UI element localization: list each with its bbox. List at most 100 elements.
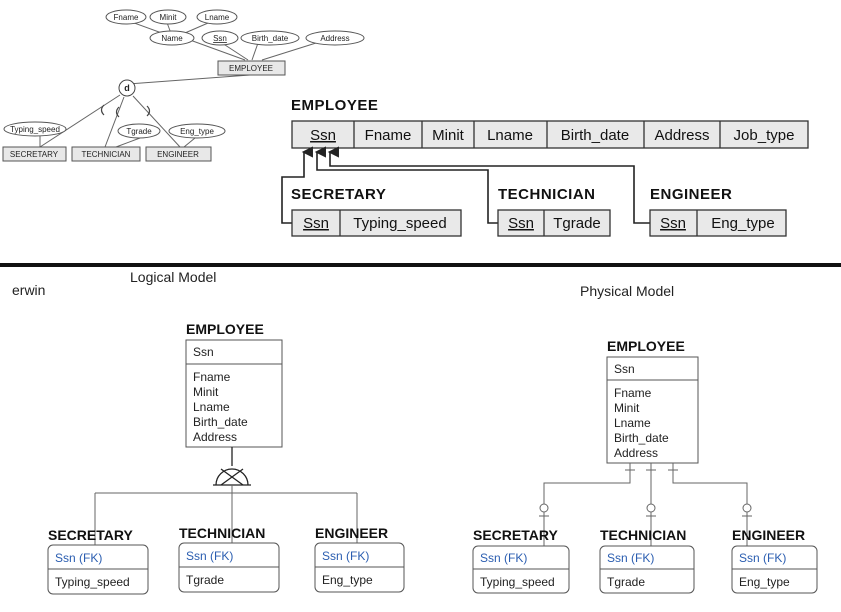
- physical-technician-attr: Tgrade: [607, 575, 645, 589]
- physical-employee-key: Ssn: [614, 362, 635, 376]
- eer-attr-ssn-label: Ssn: [213, 34, 227, 43]
- eer-attr-tgrade: [117, 123, 161, 139]
- physical-relationship-lines: [539, 463, 752, 549]
- rel-employee-col-job-type: Job_type: [734, 127, 795, 144]
- section-divider: [0, 263, 841, 267]
- physical-engineer-attr: Eng_type: [739, 575, 790, 589]
- caption-logical-model: Logical Model: [130, 269, 216, 285]
- rel-fk-secretary-arrow: [281, 146, 313, 224]
- eer-attr-birth-date: [240, 30, 300, 46]
- physical-secretary-title: SECRETARY: [473, 527, 558, 543]
- physical-secretary-box: Ssn (FK) Typing_speed: [472, 545, 570, 594]
- relational-schema: EMPLOYEE Ssn Fname Minit Lname Birth_dat…: [281, 97, 809, 237]
- eer-specialization-label: d: [124, 83, 130, 93]
- eer-subset-symbol-3: [146, 105, 151, 117]
- physical-employee-attr: Fname: [614, 386, 652, 400]
- eer-entity-technician-label: TECHNICIAN: [82, 150, 131, 159]
- eer-entity-engineer-label: ENGINEER: [157, 150, 199, 159]
- logical-employee-attr: Minit: [193, 385, 219, 399]
- eer-entity-technician: [71, 146, 141, 162]
- rel-employee-col-minit: Minit: [432, 127, 465, 144]
- caption-erwin: erwin: [12, 282, 45, 298]
- eer-attr-name: [149, 30, 195, 46]
- logical-technician-key: Ssn (FK): [186, 549, 233, 563]
- rel-engineer-col-eng-type: Eng_type: [711, 215, 774, 232]
- eer-attr-fname: [105, 9, 147, 25]
- rel-fk-arrows: [281, 146, 650, 224]
- logical-subtype-lines: [94, 485, 358, 545]
- physical-engineer-title: ENGINEER: [732, 527, 805, 543]
- rel-employee-title: EMPLOYEE: [291, 97, 378, 114]
- rel-secretary-title: SECRETARY: [291, 186, 386, 203]
- eer-entity-secretary: [2, 146, 67, 162]
- physical-technician-key: Ssn (FK): [607, 551, 654, 565]
- caption-physical-model: Physical Model: [580, 283, 674, 299]
- physical-model: EMPLOYEE Ssn Fname Minit Lname Birth_dat…: [472, 338, 818, 594]
- eer-subset-symbol-2: [115, 106, 120, 118]
- rel-employee-col-birth-date: Birth_date: [561, 127, 629, 144]
- rel-fk-engineer-arrow: [327, 146, 650, 224]
- eer-attr-typing-speed-label: Typing_speed: [10, 125, 60, 134]
- physical-secretary-attr: Typing_speed: [480, 575, 555, 589]
- logical-model: EMPLOYEE Ssn Fname Minit Lname Birth_dat…: [47, 321, 405, 595]
- eer-attr-lname-label: Lname: [205, 13, 230, 22]
- logical-employee-title: EMPLOYEE: [186, 321, 264, 337]
- physical-employee-attr: Address: [614, 446, 658, 460]
- logical-engineer-key: Ssn (FK): [322, 549, 369, 563]
- eer-attr-minit-label: Minit: [160, 13, 178, 22]
- eer-attribute-links: [39, 19, 317, 148]
- eer-attr-eng-type: [168, 123, 226, 139]
- eer-entity-engineer: [145, 146, 212, 162]
- physical-engineer-key: Ssn (FK): [739, 551, 786, 565]
- rel-engineer-table: Ssn Eng_type: [649, 209, 787, 237]
- logical-employee-attr: Birth_date: [193, 415, 248, 429]
- rel-technician-title: TECHNICIAN: [498, 186, 596, 203]
- eer-attr-name-label: Name: [161, 34, 183, 43]
- rel-engineer-col-ssn: Ssn: [660, 215, 686, 232]
- logical-employee-key: Ssn: [193, 345, 214, 359]
- eer-attr-tgrade-label: Tgrade: [126, 127, 152, 136]
- physical-technician-title: TECHNICIAN: [600, 527, 686, 543]
- physical-employee-attr: Birth_date: [614, 431, 669, 445]
- eer-subset-symbol-1: [100, 104, 105, 116]
- logical-employee-attr: Fname: [193, 370, 231, 384]
- eer-entity-employee-label: EMPLOYEE: [229, 64, 273, 73]
- eer-attr-eng-type-label: Eng_type: [180, 127, 214, 136]
- eer-attr-fname-label: Fname: [114, 13, 139, 22]
- eer-entity-secretary-label: SECRETARY: [10, 150, 59, 159]
- physical-secretary-key: Ssn (FK): [480, 551, 527, 565]
- logical-engineer-attr: Eng_type: [322, 573, 373, 587]
- physical-engineer-box: Ssn (FK) Eng_type: [731, 545, 818, 594]
- physical-employee-box: Ssn Fname Minit Lname Birth_date Address: [606, 356, 699, 464]
- logical-engineer-box: Ssn (FK) Eng_type: [314, 542, 405, 593]
- logical-employee-attr: Address: [193, 430, 237, 444]
- logical-secretary-attr: Typing_speed: [55, 575, 130, 589]
- rel-technician-table: Ssn Tgrade: [497, 209, 611, 237]
- logical-secretary-box: Ssn (FK) Typing_speed: [47, 544, 149, 595]
- rel-employee-table: Ssn Fname Minit Lname Birth_date Address…: [291, 120, 809, 149]
- physical-employee-title: EMPLOYEE: [607, 338, 685, 354]
- physical-employee-attr: Minit: [614, 401, 640, 415]
- rel-technician-col-tgrade: Tgrade: [553, 215, 601, 232]
- logical-technician-box: Ssn (FK) Tgrade: [178, 542, 280, 593]
- eer-attr-minit: [149, 9, 187, 25]
- physical-employee-attr: Lname: [614, 416, 651, 430]
- logical-category-symbol: [213, 447, 251, 486]
- eer-attr-address: [305, 30, 365, 46]
- eer-specialization-circle: [118, 79, 136, 97]
- logical-employee-attr: Lname: [193, 400, 230, 414]
- eer-attr-typing-speed: [3, 121, 67, 137]
- rel-fk-technician-arrow: [314, 146, 498, 224]
- rel-employee-col-address: Address: [654, 127, 709, 144]
- eer-attr-lname: [196, 9, 238, 25]
- logical-technician-title: TECHNICIAN: [179, 525, 265, 541]
- eer-diagram: Fname Minit Lname Name Ssn Birth_date Ad…: [2, 9, 365, 162]
- rel-employee-col-fname: Fname: [365, 127, 412, 144]
- logical-technician-attr: Tgrade: [186, 573, 224, 587]
- logical-employee-box: Ssn Fname Minit Lname Birth_date Address: [185, 339, 283, 448]
- rel-employee-col-lname: Lname: [487, 127, 533, 144]
- rel-employee-col-ssn: Ssn: [310, 127, 336, 144]
- eer-entity-employee: [217, 60, 286, 76]
- eer-attr-address-label: Address: [320, 34, 349, 43]
